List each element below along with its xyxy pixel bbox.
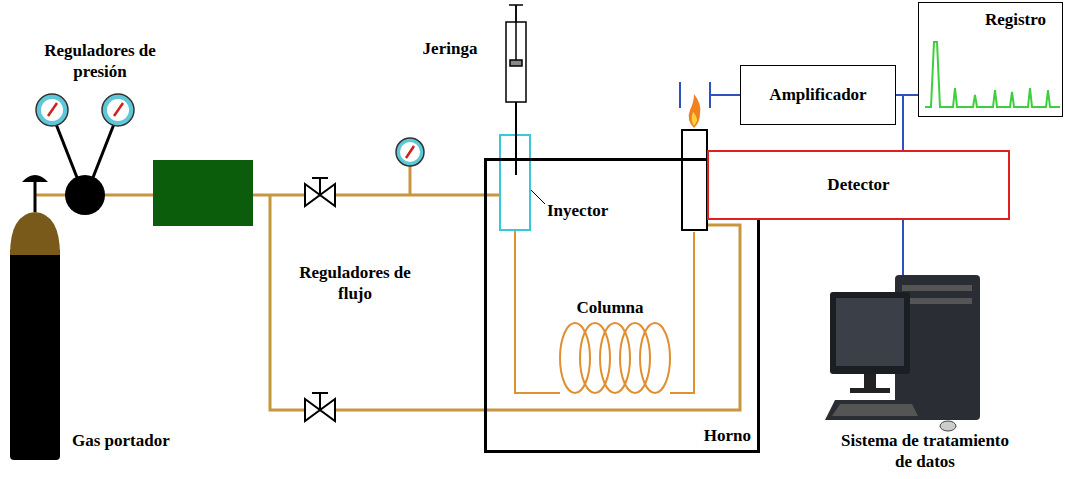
part-label: Sistema de tratamiento de datos — [835, 430, 1015, 473]
part-label: Reguladores de presión — [20, 40, 180, 83]
part-label: Inyector — [547, 200, 627, 221]
part-label: Columna — [560, 297, 660, 318]
amplifier-box: Amplificador — [740, 65, 896, 125]
pressure-regulator — [36, 94, 134, 215]
node-text: Horno — [704, 425, 751, 446]
column-coil — [515, 230, 694, 393]
gas-line — [35, 195, 740, 410]
detector-cell — [682, 130, 707, 230]
computer-illustration — [825, 275, 980, 431]
signal-connector — [896, 94, 918, 96]
node-text: Registro — [985, 9, 1046, 30]
part-label: Jeringa — [405, 38, 495, 59]
recorder-box: Registro — [918, 2, 1063, 117]
detector-box: Detector — [707, 150, 1010, 220]
node-text: Amplificador — [769, 84, 866, 105]
node-text: Detector — [827, 174, 889, 195]
filter-box — [153, 160, 253, 226]
syringe — [506, 5, 526, 175]
part-label: Reguladores de flujo — [285, 262, 425, 305]
gas-cylinder — [10, 175, 60, 460]
leader-line — [531, 190, 545, 204]
pressure-gauge — [396, 138, 424, 195]
flame — [692, 112, 697, 126]
part-label: Gas portador — [72, 430, 192, 451]
flame — [689, 94, 701, 128]
chromatogram-trace — [925, 42, 1060, 107]
flow-valve — [305, 178, 335, 421]
